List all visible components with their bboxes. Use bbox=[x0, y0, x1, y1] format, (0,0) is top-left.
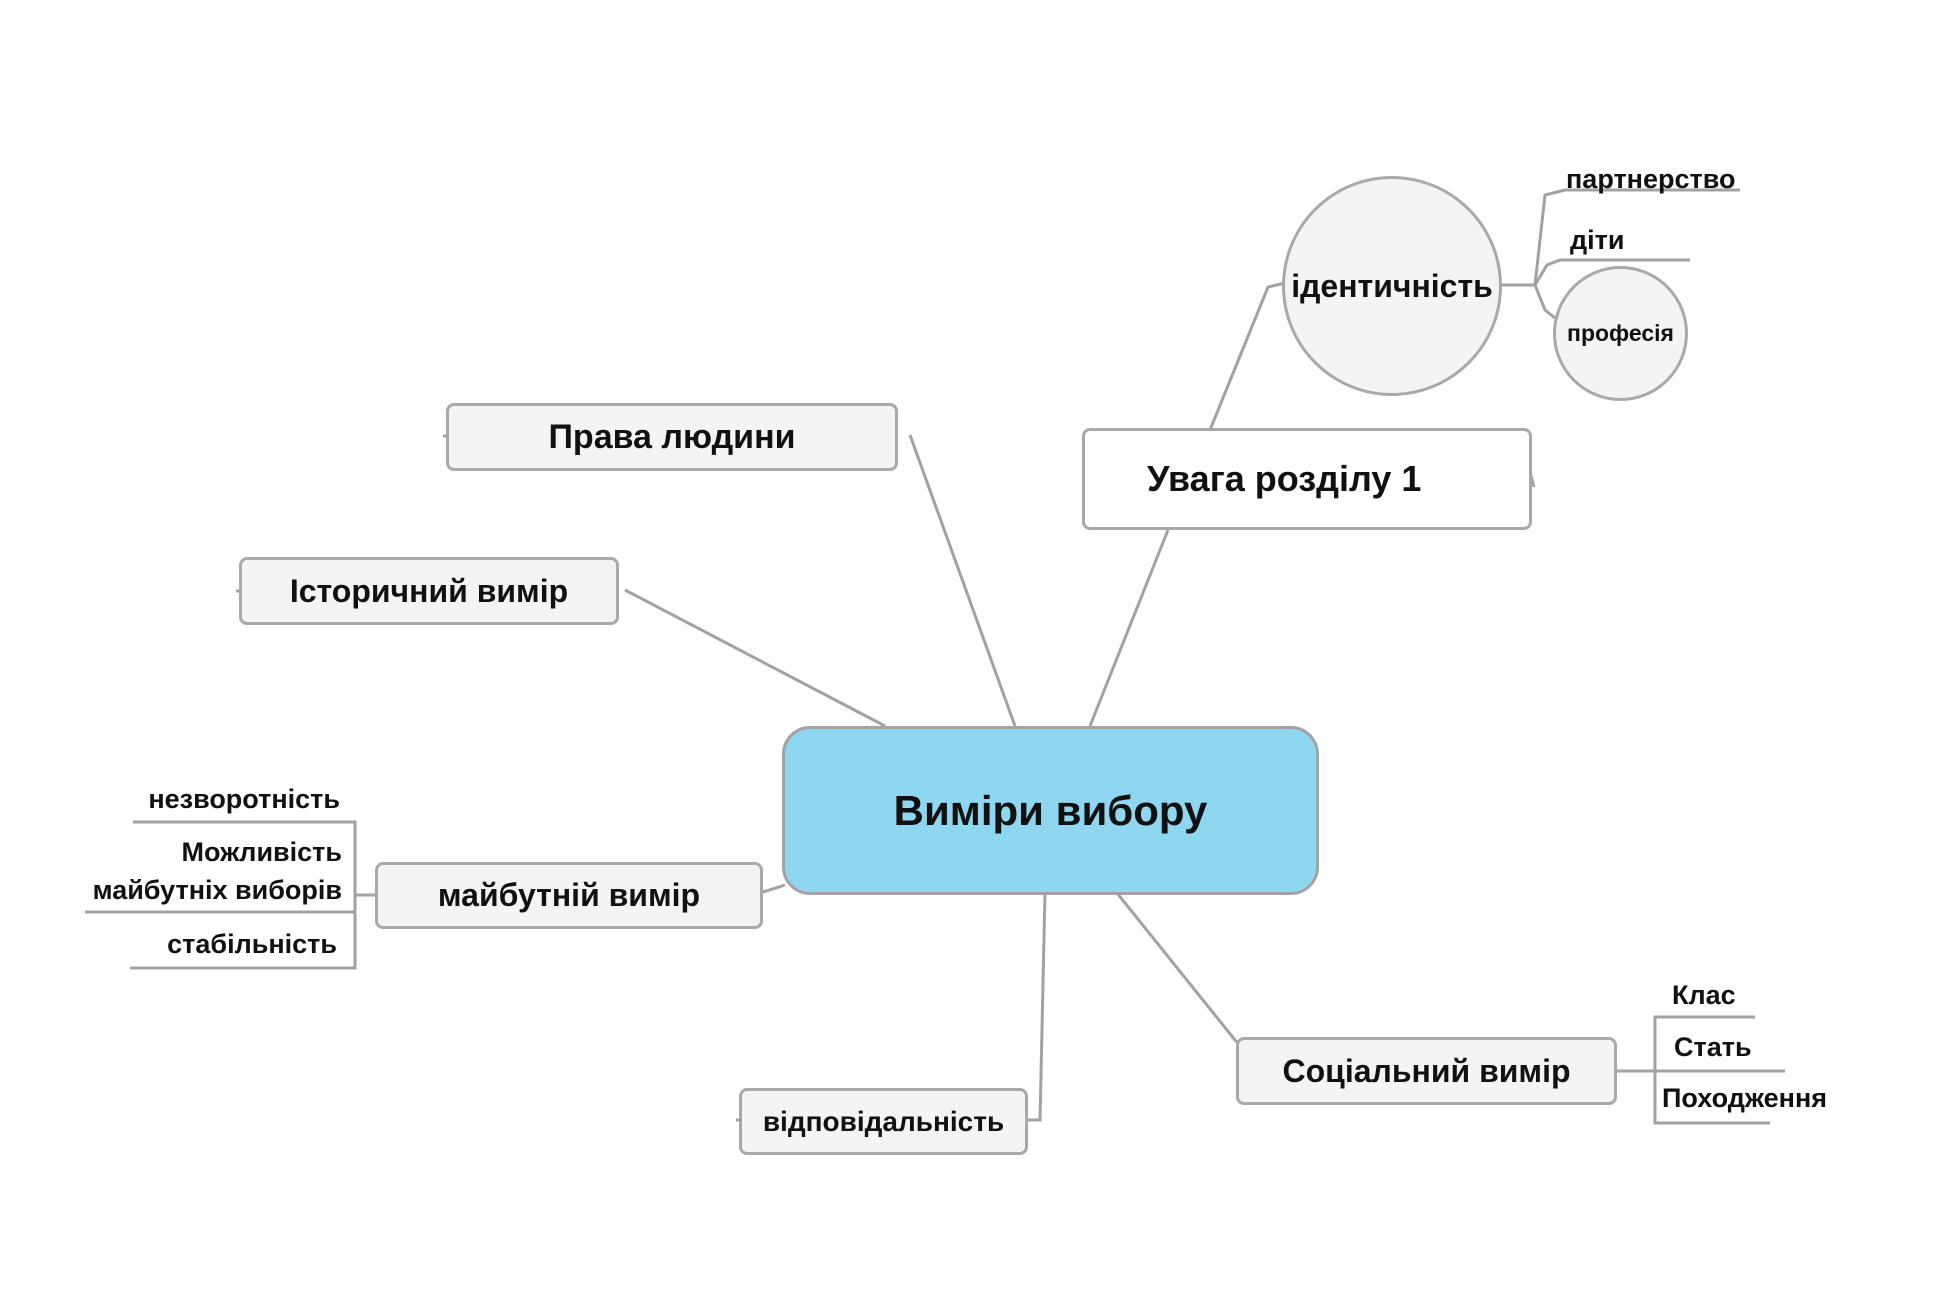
node-human-rights-label: Права людини bbox=[548, 417, 796, 456]
line-identity-children bbox=[1533, 258, 1690, 286]
leaf-class[interactable]: Клас bbox=[1672, 980, 1736, 1010]
node-future[interactable]: майбутній вимір bbox=[375, 862, 763, 929]
node-profession-label: професія bbox=[1567, 320, 1674, 346]
line-identity-partnership bbox=[1500, 188, 1740, 287]
line-social-origin bbox=[1653, 1071, 1770, 1125]
line-center-historical bbox=[624, 588, 886, 728]
line-center-responsibility bbox=[1025, 892, 1047, 1122]
line-future-irreversibility bbox=[133, 820, 377, 897]
leaf-children[interactable]: діти bbox=[1570, 225, 1625, 255]
node-responsibility[interactable]: відповідальність bbox=[739, 1088, 1028, 1155]
line-center-social bbox=[1115, 892, 1247, 1052]
line-center-focus bbox=[1088, 529, 1170, 727]
leaf-origin[interactable]: Походження bbox=[1662, 1083, 1828, 1113]
line-focus-identity bbox=[1208, 281, 1286, 431]
node-focus[interactable]: Увага розділу 1 bbox=[1082, 428, 1532, 530]
node-identity[interactable]: ідентичність bbox=[1282, 176, 1502, 396]
leaf-gender[interactable]: Стать bbox=[1674, 1032, 1752, 1062]
node-human-rights[interactable]: Права людини bbox=[446, 403, 898, 471]
center-node[interactable]: Виміри вибору bbox=[782, 726, 1319, 895]
node-future-label: майбутній вимір bbox=[437, 877, 701, 913]
node-historical-label: Історичний вимір bbox=[289, 572, 569, 609]
leaf-partnership[interactable]: партнерство bbox=[1566, 164, 1736, 194]
line-center-human-rights bbox=[908, 434, 1017, 727]
leaf-irreversibility[interactable]: незворотність bbox=[148, 784, 340, 814]
line-social-class bbox=[1615, 1015, 1755, 1073]
line-future-stability bbox=[130, 895, 357, 970]
node-identity-label: ідентичність bbox=[1291, 267, 1493, 304]
node-social-label: Соціальний вимір bbox=[1282, 1052, 1571, 1089]
node-social[interactable]: Соціальний вимір bbox=[1236, 1037, 1617, 1105]
node-responsibility-label: відповідальність bbox=[762, 1105, 1005, 1137]
node-focus-label: Увага розділу 1 bbox=[1147, 458, 1422, 499]
line-center-future bbox=[759, 883, 786, 895]
node-historical[interactable]: Історичний вимір bbox=[239, 557, 619, 625]
line-identity-profession bbox=[1533, 284, 1556, 320]
leaf-future-choices[interactable]: Можливість майбутніх виборів bbox=[92, 837, 342, 905]
node-profession[interactable]: професія bbox=[1553, 266, 1688, 401]
center-node-label: Виміри вибору bbox=[893, 786, 1208, 834]
leaf-stability[interactable]: стабільність bbox=[167, 929, 337, 959]
